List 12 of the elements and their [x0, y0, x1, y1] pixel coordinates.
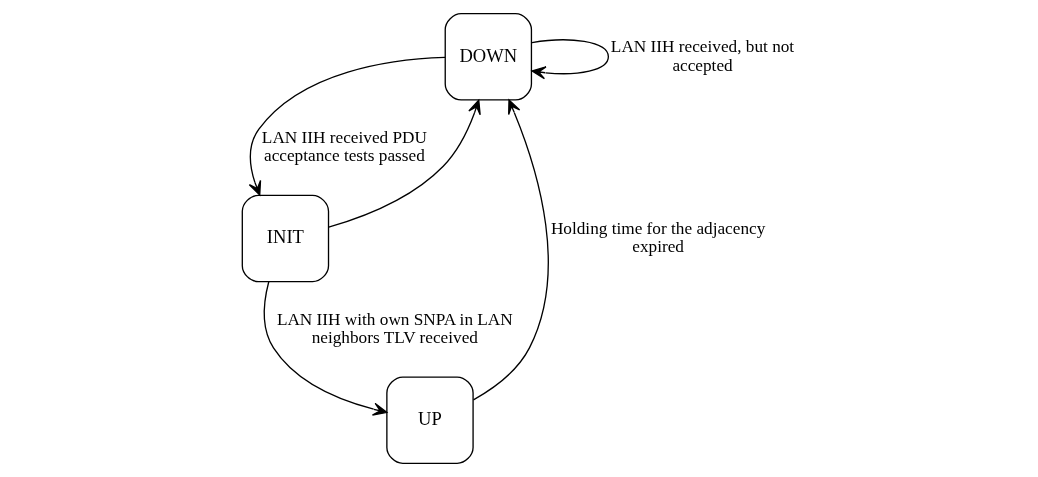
- edge-label: LAN IIH with own SNPA in LAN neighbors TLV received: [276, 309, 513, 348]
- node-box: UP: [385, 376, 474, 464]
- arrow: [263, 281, 387, 416]
- edge-label: LAN IIH received PDU acceptance tests passed: [261, 127, 427, 166]
- arrow: [327, 99, 481, 228]
- edge-label: Holding time for the adjacency expired: [550, 218, 765, 257]
- node-box: DOWN: [444, 13, 532, 101]
- arrow: [472, 99, 549, 401]
- arrow: [248, 56, 446, 196]
- node-box: INIT: [241, 194, 329, 283]
- edge-label: LAN IIH received, but not accepted: [610, 37, 794, 75]
- arrow: [530, 39, 609, 80]
